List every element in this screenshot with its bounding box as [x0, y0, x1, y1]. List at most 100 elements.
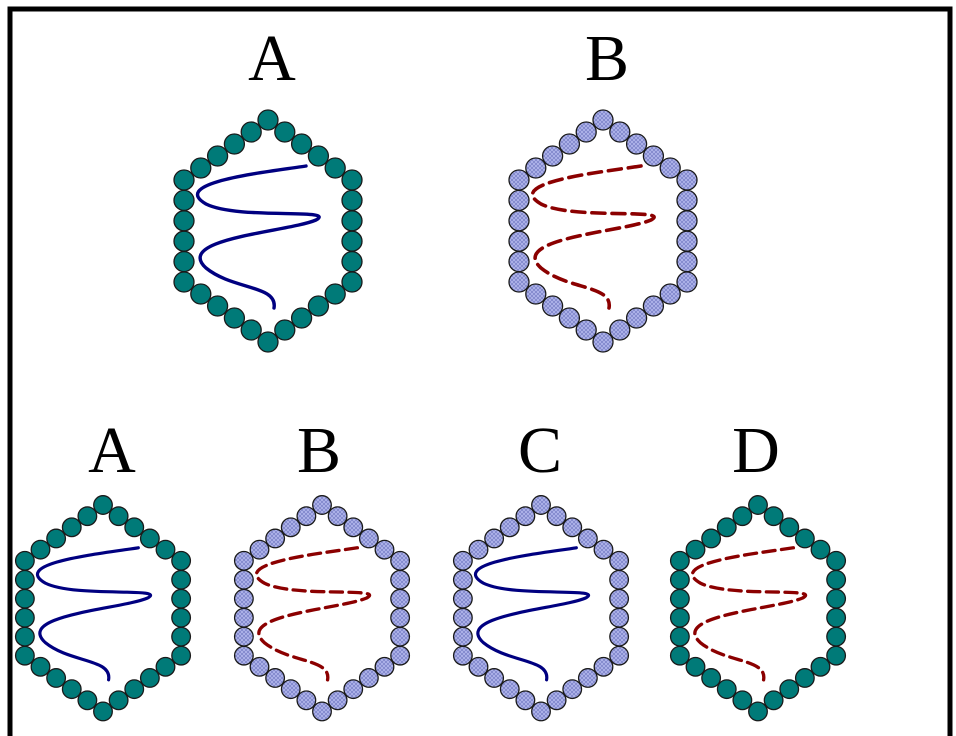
- capsid-bead: [452, 569, 473, 590]
- capsid-bead: [669, 645, 690, 666]
- capsid-bead: [732, 506, 753, 527]
- capsid-bead: [531, 495, 551, 515]
- capsid-bead: [171, 550, 192, 571]
- capsid-bead: [515, 690, 536, 711]
- capsid-bead: [716, 679, 737, 700]
- capsid-bead: [190, 157, 212, 179]
- capsid-bead: [541, 145, 564, 167]
- capsid-bead: [676, 169, 698, 191]
- capsid-bead: [577, 668, 598, 688]
- capsid-bead: [609, 121, 631, 143]
- capsid-bead: [390, 626, 411, 647]
- capsid-bead: [609, 319, 631, 341]
- capsid-bead: [732, 690, 753, 711]
- capsid-bead: [341, 189, 363, 212]
- capsid-bead: [14, 550, 35, 571]
- capsid-bead: [676, 230, 698, 252]
- capsid-bead: [676, 210, 698, 232]
- capsid-bead: [341, 250, 363, 273]
- capsid-bead: [358, 668, 379, 688]
- genome-strand: [195, 164, 321, 310]
- capsid-bead: [155, 656, 176, 677]
- capsid-bead: [592, 331, 614, 353]
- capsid-bead: [233, 626, 254, 647]
- capsid-bead: [508, 250, 530, 273]
- capsid-bead: [525, 157, 547, 179]
- capsid-bead: [93, 701, 113, 722]
- capsid-bead: [223, 307, 246, 329]
- capsid-bead: [609, 569, 630, 590]
- capsid-bead: [14, 569, 35, 590]
- capsid-bead: [327, 506, 348, 527]
- capsid-bead: [593, 539, 614, 560]
- capsid-bead: [324, 157, 346, 179]
- capsid-bead: [546, 506, 567, 527]
- virus-bottom-c: [452, 495, 630, 722]
- virus-bottom-b: [233, 495, 411, 722]
- capsid-bead: [343, 679, 364, 700]
- capsid-bead: [558, 307, 581, 329]
- capsid-bead: [669, 588, 690, 609]
- capsid-bead: [93, 495, 113, 515]
- capsid-bead: [810, 539, 831, 560]
- capsid-bead: [46, 668, 67, 688]
- capsid-bead: [642, 295, 665, 317]
- capsid-bead: [108, 690, 129, 711]
- capsid-bead: [748, 701, 768, 722]
- virus-top-b: [508, 109, 698, 353]
- capsid-bead: [257, 109, 279, 131]
- capsid-bead: [685, 656, 706, 677]
- capsid-bead: [826, 588, 847, 609]
- capsid-bead: [173, 210, 195, 232]
- capsid-bead: [625, 307, 648, 329]
- capsid-bead: [280, 517, 301, 538]
- capsid-bead: [659, 283, 681, 305]
- capsid-bead: [124, 517, 145, 538]
- capsid-bead: [171, 607, 192, 628]
- capsid-bead: [676, 271, 698, 293]
- capsid-bead: [575, 319, 597, 341]
- capsid-bead: [716, 517, 737, 538]
- capsid-bead: [341, 169, 363, 191]
- capsid-bead: [794, 528, 815, 549]
- capsid-bead: [249, 539, 270, 560]
- capsid-bead: [233, 607, 254, 628]
- capsid-bead: [343, 517, 364, 538]
- capsid-bead: [233, 588, 254, 609]
- virus-top-a: [173, 109, 363, 353]
- genome-strand: [473, 546, 591, 682]
- capsid-bead: [659, 157, 681, 179]
- virus-particles: [14, 109, 847, 722]
- capsid-bead: [468, 656, 489, 677]
- capsid-bead: [61, 517, 82, 538]
- capsid-bead: [452, 607, 473, 628]
- capsid-bead: [609, 607, 630, 628]
- capsid-bead: [826, 569, 847, 590]
- capsid-bead: [508, 271, 530, 293]
- capsid-bead: [508, 169, 530, 191]
- capsid-bead: [274, 319, 296, 341]
- capsid-bead: [810, 656, 831, 677]
- capsid-bead: [794, 668, 815, 688]
- capsid-bead: [609, 588, 630, 609]
- capsid-bead: [499, 679, 520, 700]
- capsid-bead: [341, 230, 363, 252]
- capsid-bead: [223, 133, 246, 155]
- capsid-bead: [14, 588, 35, 609]
- capsid-bead: [748, 495, 768, 515]
- capsid-bead: [206, 295, 229, 317]
- capsid-bead: [30, 656, 51, 677]
- capsid-bead: [562, 679, 583, 700]
- capsid-bead: [139, 528, 160, 549]
- capsid-bead: [508, 189, 530, 212]
- capsid-bead: [484, 528, 505, 549]
- capsid-bead: [452, 588, 473, 609]
- capsid-bead: [609, 550, 630, 571]
- capsid-bead: [390, 607, 411, 628]
- capsid-bead: [77, 506, 98, 527]
- capsid-bead: [390, 588, 411, 609]
- capsid-bead: [206, 145, 229, 167]
- capsid-bead: [826, 607, 847, 628]
- capsid-bead: [233, 569, 254, 590]
